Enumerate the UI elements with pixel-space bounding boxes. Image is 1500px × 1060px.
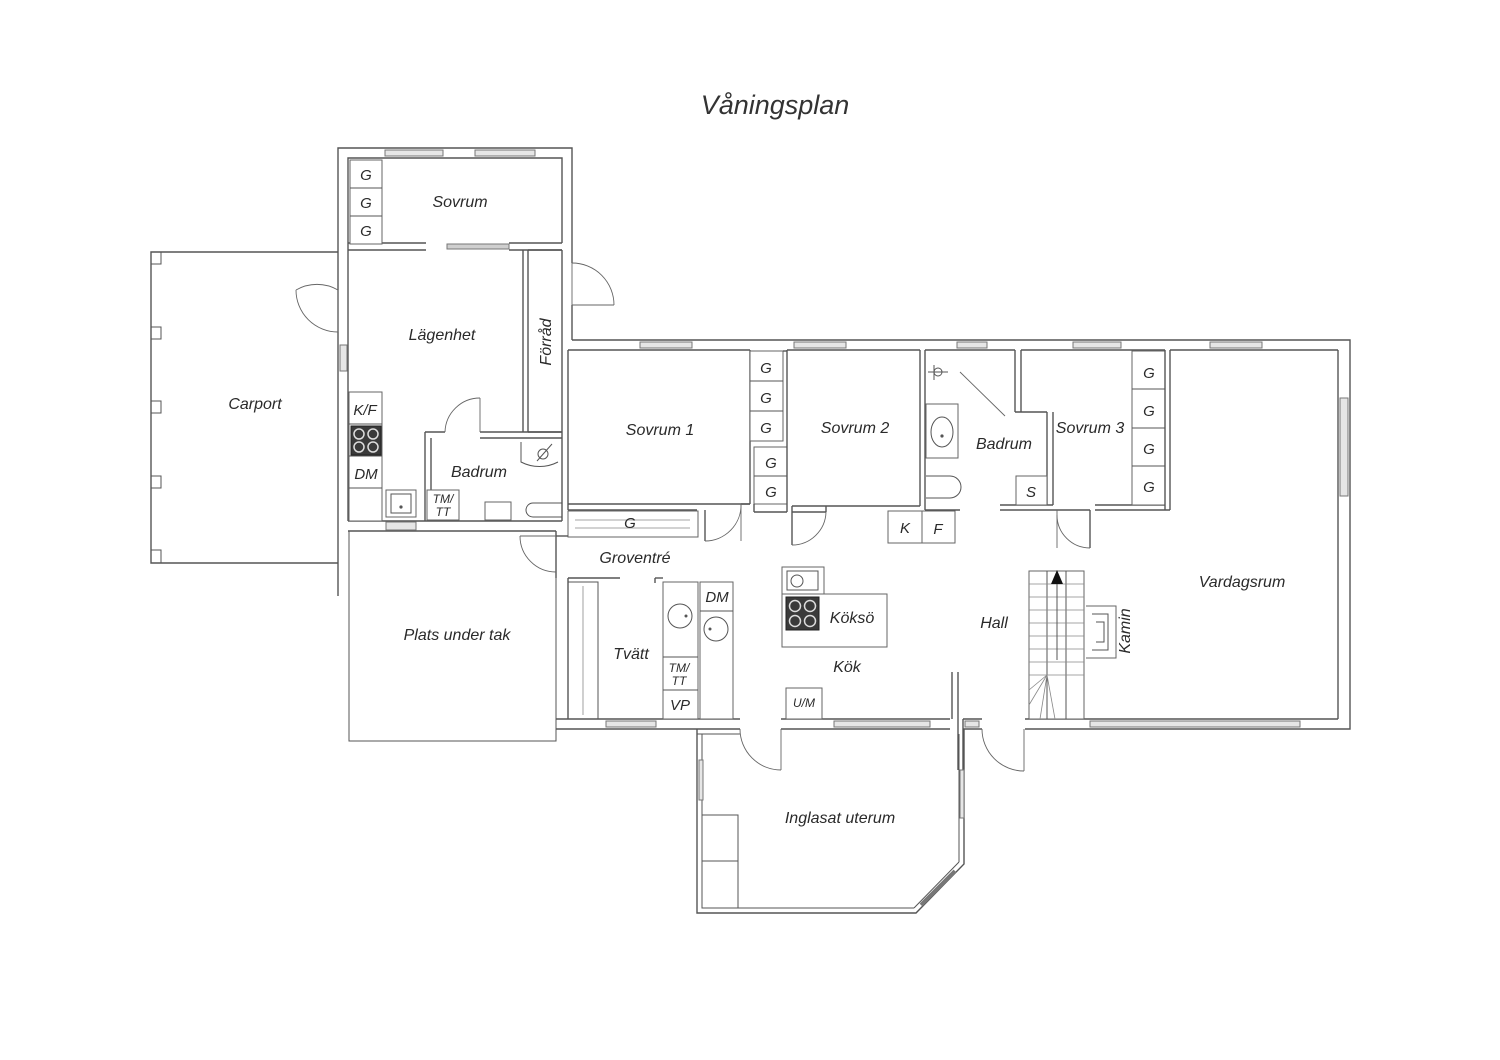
toilet-icon (926, 475, 962, 499)
room-sovrum: Sovrum (432, 194, 487, 211)
wardrobe-label: G (360, 223, 372, 240)
heat-pump-label: VP (670, 697, 690, 714)
kitchen-sink-icon (786, 570, 819, 591)
wardrobe-label: G (765, 455, 777, 472)
freezer-label: F (933, 521, 943, 538)
microwave-label: U/M (793, 696, 815, 710)
room-kokso: Köksö (830, 610, 875, 627)
fixture-labels: G G G K/F DM TM/ TT G G G G G S G G G G … (353, 167, 1155, 714)
staircase-icon (1028, 570, 1085, 720)
tumble-dryer-label: TM/ (433, 492, 455, 506)
fireplace-icon (1086, 605, 1117, 659)
tumble-dryer-label: TM/ (669, 661, 691, 675)
wardrobe-label: G (760, 390, 772, 407)
wardrobe-label: G (360, 167, 372, 184)
doors (295, 262, 1091, 772)
washer-icon (667, 603, 693, 629)
toilet-icon (525, 502, 562, 518)
shower-head-icon (928, 365, 948, 380)
wardrobe-label: G (1143, 403, 1155, 420)
room-inglasat-uterum: Inglasat uterum (785, 810, 895, 827)
room-badrum: Badrum (976, 436, 1032, 453)
fridge-label: K (900, 520, 911, 537)
wardrobe-label: G (1143, 441, 1155, 458)
plan-title: Våningsplan (701, 90, 850, 120)
storage-label: S (1026, 484, 1036, 501)
dishwasher-label: DM (354, 466, 378, 483)
drying-cabinet-label: TT (436, 505, 452, 519)
windows (339, 149, 1349, 819)
shower-icon (520, 442, 559, 468)
wardrobe-label: G (1143, 365, 1155, 382)
room-carport: Carport (228, 396, 282, 413)
wardrobe-label: G (1143, 479, 1155, 496)
room-kok: Kök (833, 659, 862, 676)
room-kamin: Kamin (1117, 608, 1134, 653)
room-sovrum-2: Sovrum 2 (821, 420, 890, 437)
room-sovrum-3: Sovrum 3 (1056, 420, 1125, 437)
room-vardagsrum: Vardagsrum (1199, 574, 1286, 591)
room-groventre: Groventré (599, 550, 670, 567)
drying-cabinet-label: TT (672, 674, 688, 688)
wardrobe-label: G (760, 420, 772, 437)
walls (150, 147, 1351, 914)
wardrobe-label: G (360, 195, 372, 212)
room-forrad: Förråd (537, 317, 555, 365)
washer-icon (703, 616, 729, 642)
wardrobe-label: G (624, 515, 636, 532)
wardrobe-label: G (765, 484, 777, 501)
room-tvatt: Tvätt (613, 646, 649, 663)
room-sovrum-1: Sovrum 1 (626, 422, 694, 439)
room-labels: Sovrum Lägenhet Förråd Carport Badrum Pl… (228, 194, 1285, 827)
wardrobe-label: G (760, 360, 772, 377)
fixtures (348, 159, 1117, 720)
fridge-freezer-label: K/F (353, 402, 377, 419)
room-badrum-small: Badrum (451, 464, 507, 481)
dishwasher-label: DM (705, 589, 729, 606)
room-lagenhet: Lägenhet (409, 327, 476, 344)
room-plats-under-tak: Plats under tak (404, 627, 512, 644)
basin-icon (484, 501, 512, 521)
room-hall: Hall (980, 615, 1008, 632)
